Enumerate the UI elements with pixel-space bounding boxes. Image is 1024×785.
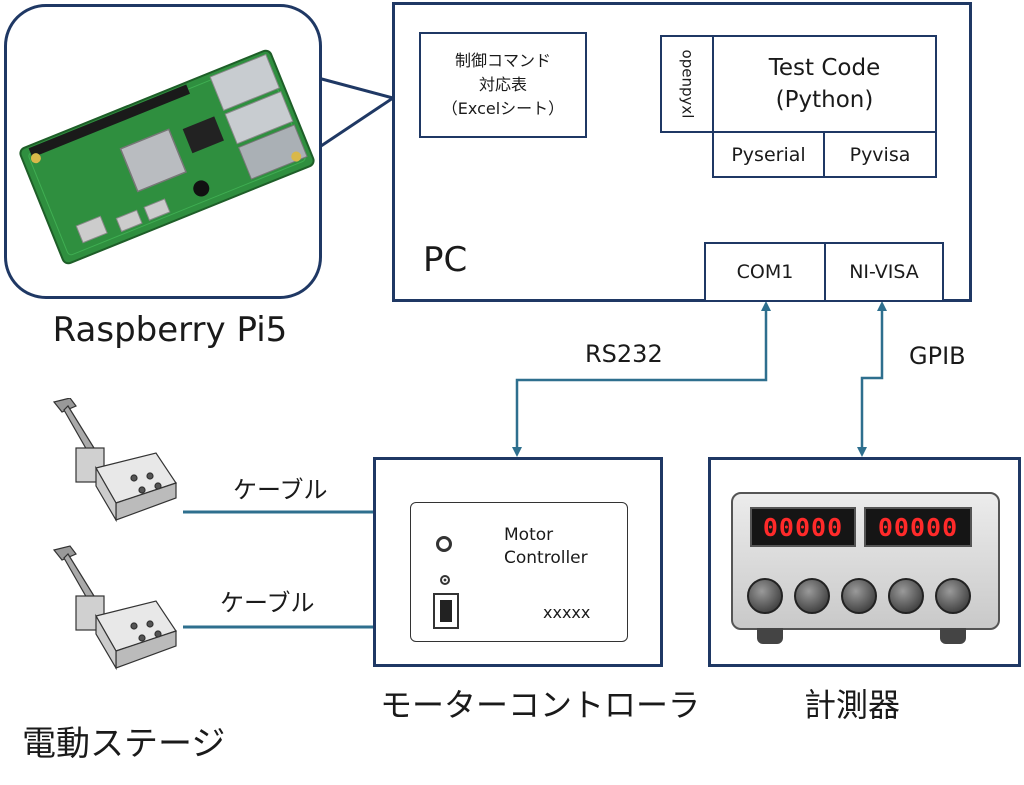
controller-knob-large bbox=[436, 536, 452, 552]
pyvisa-box: Pyvisa bbox=[823, 131, 937, 178]
controller-panel-label-line1: Motor bbox=[504, 525, 554, 545]
test-code-box: Test Code (Python) bbox=[712, 35, 937, 133]
openpyxl-label: openpyxl bbox=[678, 49, 697, 119]
test-code-line1: Test Code bbox=[768, 55, 881, 81]
rs232-line bbox=[512, 301, 771, 457]
openpyxl-box: openpyxl bbox=[660, 35, 714, 133]
instrument-knob-3 bbox=[841, 578, 877, 614]
controller-serial: xxxxx bbox=[543, 603, 591, 622]
instrument-knob-1 bbox=[747, 578, 783, 614]
instrument-foot-left bbox=[757, 628, 783, 644]
motorized-stage-caption: 電動ステージ bbox=[22, 724, 226, 764]
excel-box-line1: 制御コマンド bbox=[454, 51, 551, 70]
controller-connector bbox=[433, 593, 459, 629]
instrument-body: 00000 00000 bbox=[731, 492, 1000, 630]
instrument-foot-right bbox=[940, 628, 966, 644]
test-code-line2: (Python) bbox=[775, 87, 874, 113]
gpib-line bbox=[857, 301, 887, 457]
rs232-label: RS232 bbox=[585, 340, 663, 368]
instrument-caption: 計測器 bbox=[804, 686, 901, 724]
callout-pointer bbox=[317, 76, 397, 150]
raspberry-pi-board-image bbox=[19, 49, 315, 265]
motor-controller-panel: Motor Controller xxxxx bbox=[410, 502, 628, 642]
raspberry-pi-bubble bbox=[4, 4, 322, 299]
excel-command-table-box: 制御コマンド 対応表 （Excelシート） bbox=[419, 32, 587, 138]
com1-box: COM1 bbox=[704, 242, 826, 302]
instrument-knob-4 bbox=[888, 578, 924, 614]
excel-box-line2: 対応表 bbox=[478, 75, 527, 94]
stage-2-drawing bbox=[52, 545, 177, 671]
controller-panel-label-line2: Controller bbox=[504, 548, 588, 568]
cable-label-2: ケーブル bbox=[220, 589, 315, 617]
pyserial-box: Pyserial bbox=[712, 131, 825, 178]
controller-knob-small bbox=[440, 575, 450, 585]
instrument-knob-5 bbox=[935, 578, 971, 614]
motorized-stage-image bbox=[46, 398, 180, 698]
instrument-display-left: 00000 bbox=[750, 507, 856, 547]
stage-1-drawing bbox=[52, 398, 177, 523]
cable-label-1: ケーブル bbox=[233, 476, 328, 504]
raspberry-pi-label: Raspberry Pi5 bbox=[52, 310, 288, 350]
motor-controller-caption: モーターコントローラ bbox=[380, 686, 701, 724]
ni-visa-box: NI-VISA bbox=[824, 242, 944, 302]
instrument-knob-2 bbox=[794, 578, 830, 614]
instrument-display-right: 00000 bbox=[864, 507, 972, 547]
excel-box-line3: （Excelシート） bbox=[441, 99, 565, 118]
gpib-label: GPIB bbox=[909, 342, 966, 370]
pc-label: PC bbox=[423, 240, 468, 280]
